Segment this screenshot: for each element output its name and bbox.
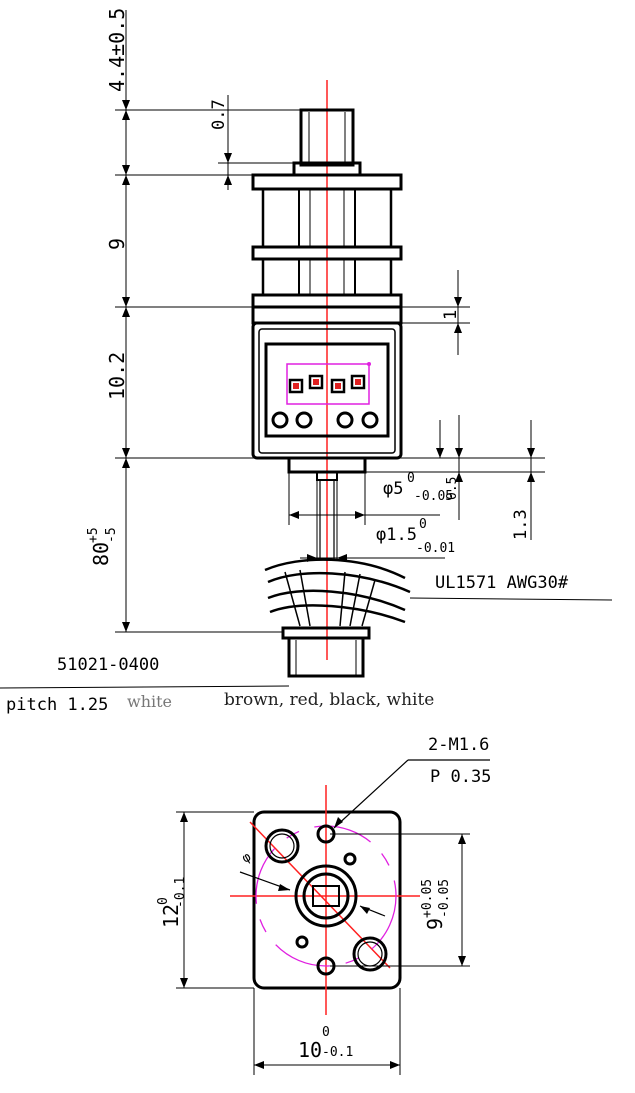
dim-flange: 1 xyxy=(441,310,461,320)
dim-phi5: φ5 0 -0.05 0.5 xyxy=(383,471,460,504)
center-boss-inner xyxy=(302,872,350,920)
screw-thread-label: 2-M1.6 xyxy=(428,735,489,755)
dim-gear-stage: 9 xyxy=(105,238,129,250)
connector-color-label: white xyxy=(127,692,172,711)
svg-text:12: 12 xyxy=(159,904,183,928)
connector-leader xyxy=(0,685,290,689)
wire-spec-label: UL1571 AWG30# xyxy=(435,573,569,593)
svg-text:+5: +5 xyxy=(86,527,101,543)
screw-pitch-label: P 0.35 xyxy=(430,767,491,787)
front-view: φ 2-M1.6 P 0.35 12 0 -0.1 9 +0.05 -0.05 xyxy=(156,735,491,1075)
wire-colors-label: brown, red, black, white xyxy=(224,690,434,710)
svg-text:80: 80 xyxy=(89,542,113,566)
right-dimension-lines xyxy=(240,270,613,601)
sensor-outline xyxy=(286,363,370,405)
small-hole-right xyxy=(343,852,357,866)
encoder-pads xyxy=(288,374,366,394)
svg-text:-0.05: -0.05 xyxy=(414,489,453,504)
left-dimension-lines xyxy=(115,10,301,633)
dim-motor-body: 10.2 xyxy=(105,352,129,400)
svg-text:10: 10 xyxy=(298,1038,322,1062)
svg-text:9: 9 xyxy=(423,918,447,930)
solder-holes xyxy=(271,411,379,429)
mounting-hole-top-left xyxy=(264,828,300,864)
bolt-circle-label: φ xyxy=(240,849,254,866)
connector-part-label: 51021-0400 xyxy=(57,655,159,675)
svg-text:-0.1: -0.1 xyxy=(173,877,188,908)
center-boss-outer xyxy=(294,864,358,928)
svg-text:0: 0 xyxy=(419,517,427,532)
output-shaft xyxy=(299,108,355,167)
encoder-board xyxy=(264,342,390,438)
svg-text:-0.05: -0.05 xyxy=(437,879,452,918)
connector-pitch-label: pitch 1.25 xyxy=(6,695,108,715)
dim-hole-pitch: 9 +0.05 -0.05 xyxy=(420,879,452,930)
connector-housing xyxy=(287,636,365,678)
svg-text:0: 0 xyxy=(407,471,415,486)
dim-lead-length: 80 +5 -5 xyxy=(86,527,119,566)
sensor-marker xyxy=(367,362,371,366)
dim-phi15: φ1.5 0 -0.01 xyxy=(376,517,455,556)
svg-text:0: 0 xyxy=(322,1025,330,1040)
svg-text:φ1.5: φ1.5 xyxy=(376,525,417,545)
svg-text:-0.01: -0.01 xyxy=(416,541,455,556)
output-shaft-flat xyxy=(312,885,340,907)
lead-wires xyxy=(264,480,411,627)
side-view: 4.4±0.5 0.7 9 1 10.2 80 +5 -5 φ5 0 -0.05… xyxy=(0,8,613,715)
svg-text:φ5: φ5 xyxy=(383,479,403,499)
svg-text:-5: -5 xyxy=(104,527,119,543)
dim-boss-height: 1.3 xyxy=(511,509,531,540)
mounting-hole-bottom-right xyxy=(352,936,388,972)
dim-base-height: 12 0 -0.1 xyxy=(156,877,188,928)
dim-base-width: 10 0 -0.1 xyxy=(298,1025,353,1062)
dim-shaft-length: 4.4±0.5 xyxy=(105,8,129,92)
svg-text:+0.05: +0.05 xyxy=(420,879,435,918)
rear-shaft xyxy=(316,471,338,481)
svg-text:-0.1: -0.1 xyxy=(322,1045,353,1060)
small-hole-left xyxy=(295,935,309,949)
diagonal-center xyxy=(249,821,391,969)
dim-collar: 0.7 xyxy=(209,99,229,130)
base-plate xyxy=(252,810,402,990)
svg-text:0.5: 0.5 xyxy=(445,477,460,500)
svg-text:0: 0 xyxy=(156,897,171,905)
